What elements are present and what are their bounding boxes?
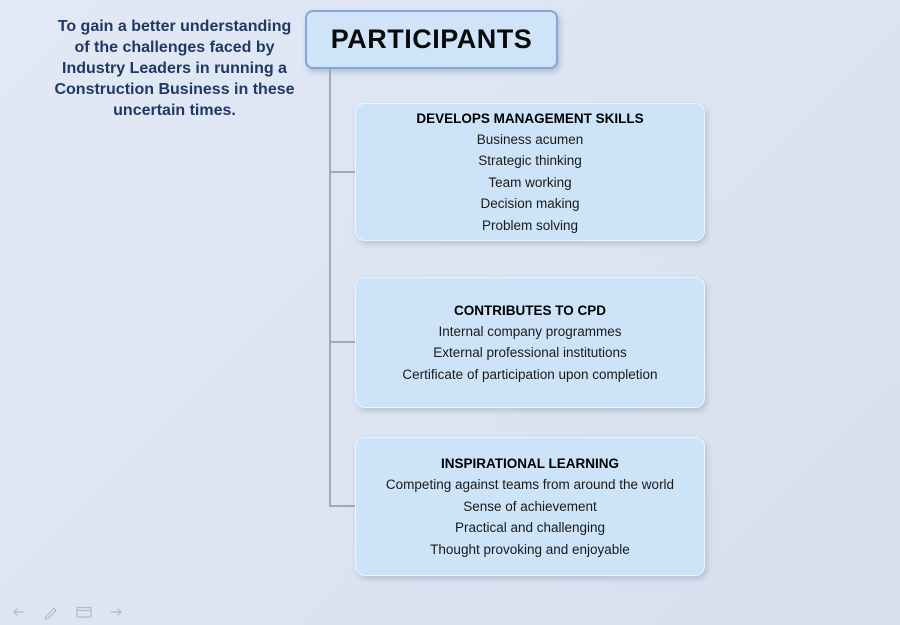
presenter-controls <box>8 604 127 620</box>
previous-slide-icon <box>13 608 24 616</box>
slide-menu-icon <box>76 606 92 618</box>
branch-item: Certificate of participation upon comple… <box>402 366 658 382</box>
previous-slide-button[interactable] <box>8 604 28 620</box>
root-node-participants: PARTICIPANTS <box>305 10 558 69</box>
branch-item: External professional institutions <box>433 345 627 361</box>
branch-title: CONTRIBUTES TO CPD <box>453 302 606 318</box>
branch-title: DEVELOPS MANAGEMENT SKILLS <box>416 110 644 126</box>
branch-item: Decision making <box>480 196 580 212</box>
next-slide-icon <box>111 608 122 616</box>
branch-title: INSPIRATIONAL LEARNING <box>440 456 619 471</box>
root-node-label: PARTICIPANTS <box>330 24 533 54</box>
branch-item: Business acumen <box>476 131 584 147</box>
branch-item: Team working <box>488 174 572 190</box>
intro-text: To gain a better understanding of the ch… <box>54 18 295 119</box>
branch-item: Strategic thinking <box>478 153 582 169</box>
branch-box-cpd: CONTRIBUTES TO CPD Internal company prog… <box>355 277 705 408</box>
branch-box-inspirational-learning: INSPIRATIONAL LEARNING Competing against… <box>355 437 705 576</box>
pen-tool-button[interactable] <box>41 604 61 620</box>
branch-item: Sense of achievement <box>463 498 597 514</box>
connector-trunk <box>329 69 331 507</box>
branch-item: Internal company programmes <box>438 323 622 339</box>
next-slide-button[interactable] <box>107 604 127 620</box>
connector-branch-3 <box>330 505 355 507</box>
slide-menu-button[interactable] <box>74 604 94 620</box>
branch-item: Practical and challenging <box>454 520 606 535</box>
connector-branch-2 <box>330 341 355 343</box>
branch-item: Problem solving <box>481 217 579 233</box>
branch-item: Competing against teams from around the … <box>385 477 675 492</box>
branch-box-management-skills: DEVELOPS MANAGEMENT SKILLS Business acum… <box>355 103 705 241</box>
pen-icon <box>44 607 57 620</box>
connector-branch-1 <box>330 171 355 173</box>
branch-item: Thought provoking and enjoyable <box>430 541 630 557</box>
